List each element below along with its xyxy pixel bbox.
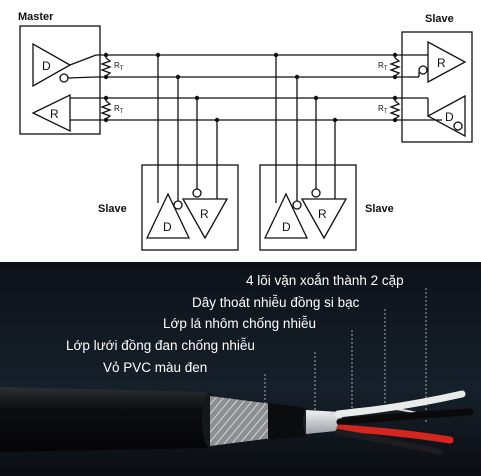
pvc-jacket [0,387,216,452]
slave-right-receiver-letter: R [437,56,446,70]
slave-right-driver-letter: D [445,110,454,124]
slave-right-terminator-top [389,57,401,77]
slave-middle-driver-triangle [263,192,309,239]
master-terminator-top [100,57,112,77]
slave-label-right: Slave [425,13,454,25]
slave-box-middle [259,164,357,251]
core-black [336,408,474,426]
master-terminator-bottom [100,100,112,120]
slave-middle-driver-letter: D [282,220,291,234]
slave-middle-receiver-letter: R [318,207,327,221]
slave-box-left [141,164,239,251]
master-driver-bubble [59,73,69,83]
cable-photo: 4 lõi vặn xoắn thành 2 cặp Dây thoát nhi… [0,262,481,476]
master-driver-triangle [32,42,72,88]
slave-box-right [401,31,473,143]
master-driver-letter: D [42,59,51,73]
master-box [19,25,101,135]
slave-left-receiver-triangle [181,198,229,240]
slave-label-middle: Slave [365,203,394,215]
slave-label-left: Slave [98,203,127,215]
terminator-label-4: RT [378,104,388,115]
master-receiver-letter: R [50,107,59,121]
jacket-ring [268,403,308,440]
terminator-label-2: RT [114,104,124,115]
annotation-jacket: Vỏ PVC màu đen [103,360,207,375]
master-label: Master [18,11,54,23]
copper-braid [210,396,272,446]
slave-right-terminator-bottom [389,100,401,120]
annotation-foil: Lớp lá nhôm chống nhiễu [163,316,316,331]
annotation-drain-wire: Dây thoát nhiễu đồng si bạc [192,295,360,310]
core-white [334,390,466,418]
cable [0,387,474,455]
core-dark [335,429,443,455]
annotation-cores: 4 lõi vặn xoắn thành 2 cặp [246,273,404,288]
terminator-label-1: RT [114,61,124,72]
slave-left-driver-triangle [145,192,191,239]
slave-right-driver-triangle [426,94,466,138]
slave-left-receiver-letter: R [200,207,209,221]
master-receiver-triangle [31,93,71,133]
annotation-braid: Lớp lưới đồng đan chống nhiễu [66,338,255,353]
terminator-label-3: RT [378,61,388,72]
slave-middle-receiver-triangle [300,198,348,240]
rs485-wiring-diagram: Master Slave Slave Slave D R R D D R D R… [18,11,473,251]
core-red [336,424,454,444]
slave-left-driver-letter: D [163,220,172,234]
slave-right-receiver-triangle [427,40,467,84]
